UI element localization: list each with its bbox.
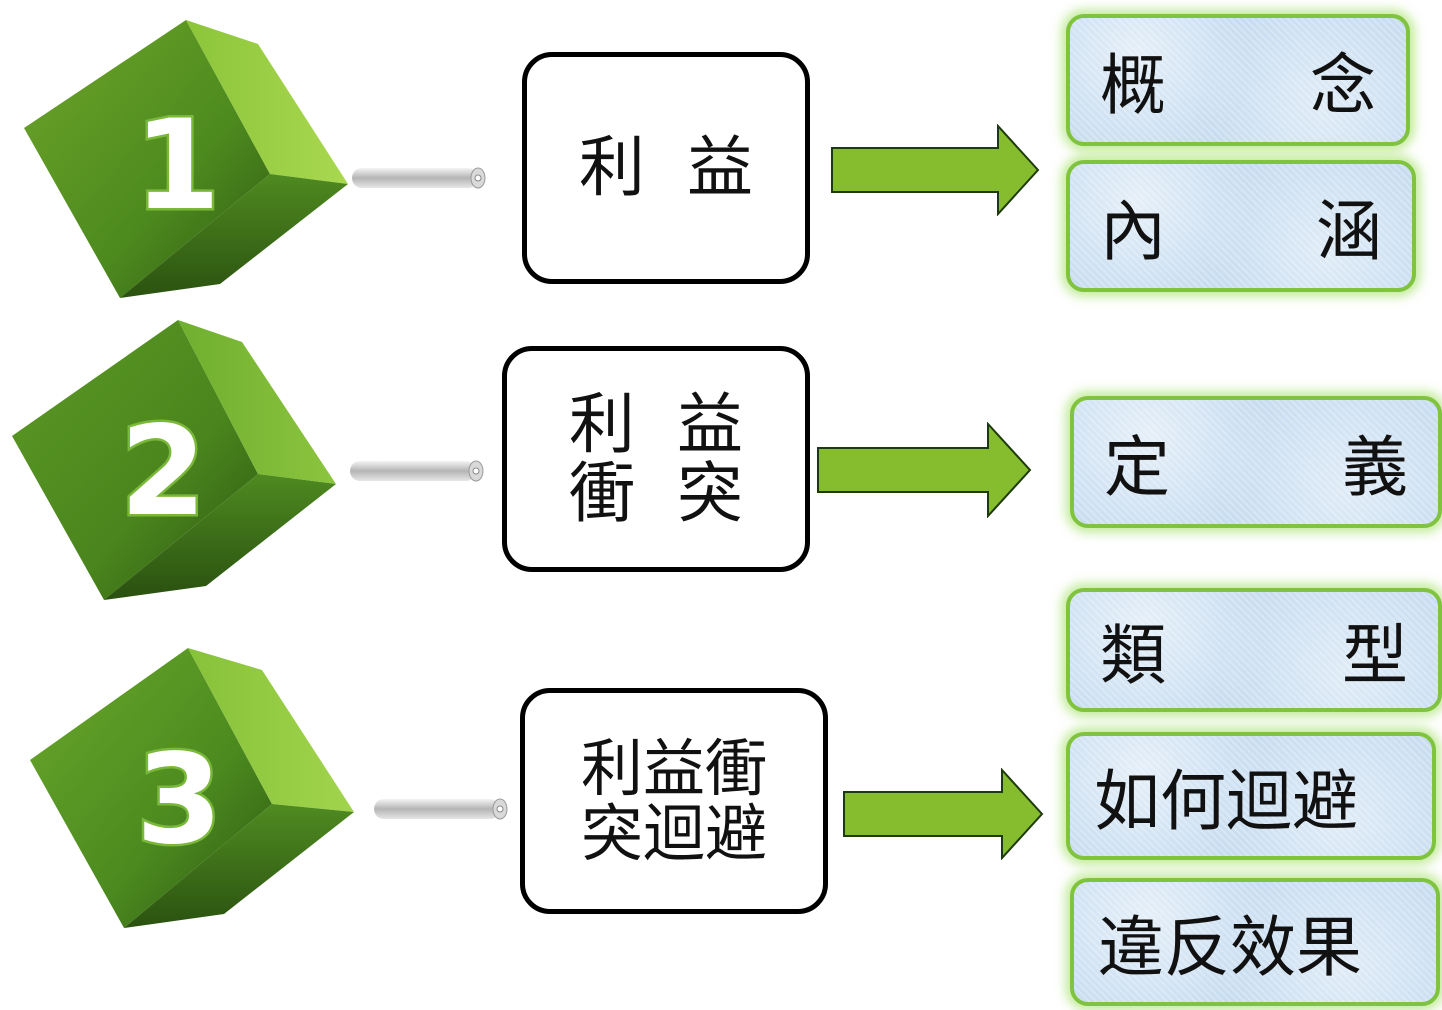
step-3-item-2-text: 如何迴避 — [1094, 763, 1358, 840]
step-2-topic-box: 利 益 衝 突 — [502, 346, 810, 572]
step-3-item-violation-effect: 違反效果 — [1070, 878, 1440, 1006]
step-2-item-1-char-1: 定 — [1104, 429, 1170, 506]
step-3-cube: 3 — [28, 644, 358, 934]
step-1-item-concept: 概 念 — [1066, 14, 1410, 146]
step-number-2: 2 — [117, 398, 208, 547]
step-2-arrow — [816, 422, 1034, 518]
step-3-item-1-char-1: 類 — [1100, 617, 1166, 694]
step-3-item-1-char-2: 型 — [1342, 617, 1408, 694]
step-2-cube: 2 — [10, 316, 340, 606]
step-1-arrow — [830, 124, 1042, 216]
step-1-cube: 1 — [22, 14, 352, 304]
step-2-connector — [350, 460, 486, 482]
step-2-topic-line-1: 利 益 — [569, 385, 743, 463]
step-3-connector — [374, 798, 510, 820]
step-1-item-1-char-1: 概 — [1100, 47, 1166, 124]
step-2-topic-line-2: 衝 突 — [569, 455, 743, 532]
step-1-item-2-char-2: 涵 — [1316, 193, 1382, 270]
step-number-3: 3 — [133, 726, 224, 875]
step-number-1: 1 — [131, 92, 222, 241]
step-3-arrow — [842, 768, 1046, 860]
step-3-topic-line-1: 利益衝 — [580, 731, 767, 805]
step-1-item-2-char-1: 內 — [1100, 193, 1166, 270]
step-2-item-definition: 定 義 — [1070, 396, 1442, 528]
step-3-item-3-text: 違反效果 — [1098, 909, 1362, 986]
step-1-item-content: 內 涵 — [1066, 160, 1416, 292]
step-3-topic-box: 利益衝 突迴避 — [520, 688, 828, 914]
step-3-item-how-to-avoid: 如何迴避 — [1066, 732, 1436, 860]
step-1-topic-box: 利 益 — [522, 52, 810, 284]
step-1-item-1-char-2: 念 — [1310, 47, 1376, 124]
step-1-topic-line-1: 利 益 — [579, 129, 753, 207]
step-2-item-1-char-2: 義 — [1342, 429, 1408, 506]
step-3-topic-line-2: 突迴避 — [580, 797, 767, 870]
step-3-item-types: 類 型 — [1066, 588, 1442, 712]
step-1-connector — [352, 167, 488, 189]
